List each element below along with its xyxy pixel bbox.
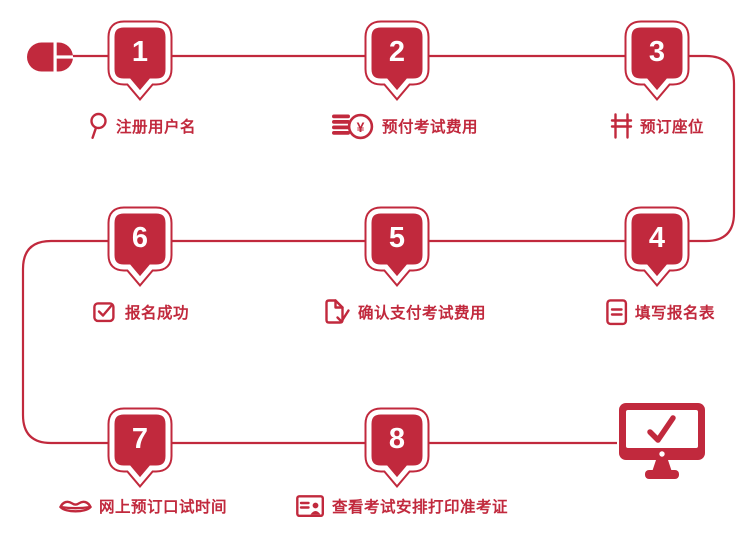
lips-icon (59, 497, 92, 516)
step-number: 7 (131, 423, 149, 455)
step-label-4: 填写报名表 (606, 297, 715, 327)
step-label-text: 网上预订口试时间 (99, 499, 228, 516)
step-label-text: 注册用户名 (116, 119, 197, 136)
step-marker-1: 1 (102, 15, 178, 107)
step-label-6: 报名成功 (93, 297, 189, 327)
monitor-check-icon (615, 396, 710, 493)
step-label-1: 注册用户名 (87, 111, 196, 141)
step-number: 4 (648, 222, 666, 254)
step-label-text: 确认支付考试费用 (358, 305, 487, 322)
step-label-3: 预订座位 (610, 111, 704, 141)
step-label-text: 报名成功 (125, 305, 190, 322)
step-marker-7: 7 (102, 402, 178, 494)
step-number: 1 (131, 36, 149, 68)
step-marker-5: 5 (359, 201, 435, 293)
step-number: 8 (388, 423, 406, 455)
magnifier-icon (87, 112, 109, 140)
chair-icon (610, 112, 633, 140)
step-label-text: 查看考试安排打印准考证 (332, 499, 509, 516)
step-number: 3 (648, 36, 666, 68)
step-label-text: 填写报名表 (635, 305, 716, 322)
step-label-2: ¥ 预付考试费用 (331, 111, 478, 141)
checkbox-check-icon (93, 301, 118, 323)
mouse-icon (26, 41, 76, 78)
step-marker-2: 2 (359, 15, 435, 107)
coins-yuan-icon: ¥ (331, 110, 375, 142)
step-number: 2 (388, 36, 406, 68)
step-number: 6 (131, 222, 149, 254)
document-check-icon (323, 298, 351, 326)
step-label-5: 确认支付考试费用 (323, 297, 486, 327)
step-number: 5 (388, 222, 406, 254)
id-card-icon (296, 494, 325, 518)
form-document-icon (606, 298, 628, 326)
step-marker-4: 4 (619, 201, 695, 293)
step-label-text: 预订座位 (640, 119, 705, 136)
yuan-symbol: ¥ (357, 119, 365, 135)
step-marker-6: 6 (102, 201, 178, 293)
step-label-8: 查看考试安排打印准考证 (296, 491, 508, 521)
step-label-7: 网上预订口试时间 (59, 491, 227, 521)
step-marker-8: 8 (359, 402, 435, 494)
step-label-text: 预付考试费用 (382, 119, 479, 136)
step-marker-3: 3 (619, 15, 695, 107)
